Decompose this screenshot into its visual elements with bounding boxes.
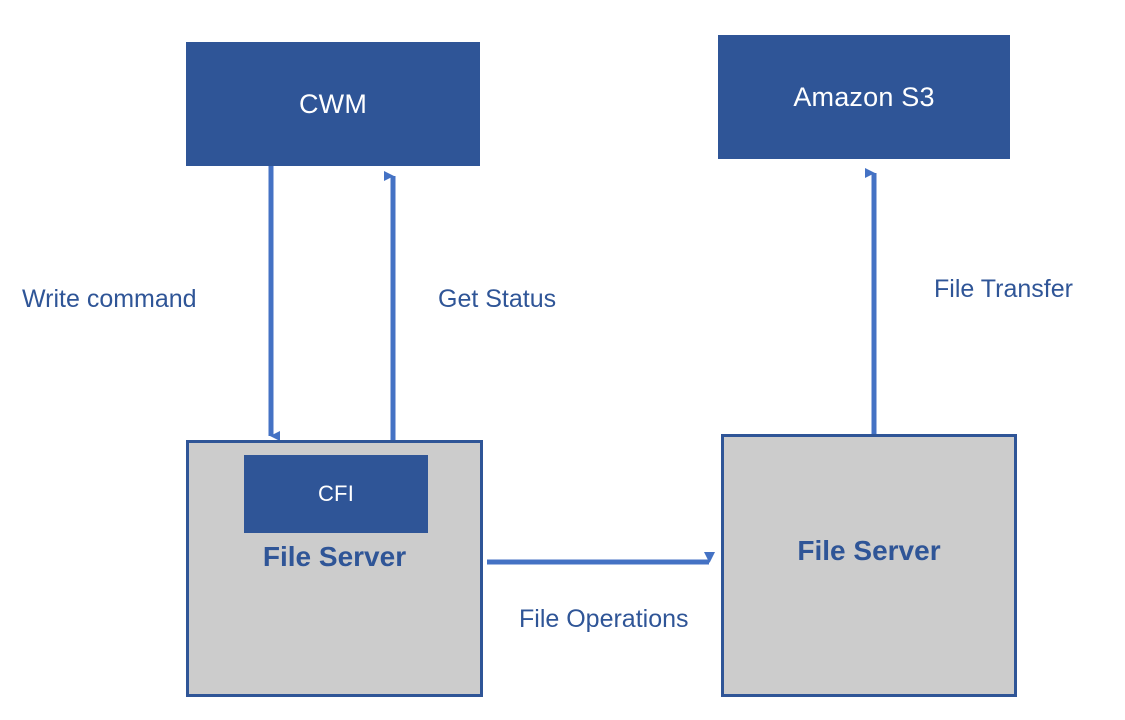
edge-label-file-transfer: File Transfer — [934, 275, 1073, 303]
node-cwm[interactable]: CWM — [186, 42, 480, 166]
node-file-server-left-label: File Server — [262, 541, 407, 572]
node-amazon-s3[interactable]: Amazon S3 — [718, 35, 1010, 159]
edge-label-write-command: Write command — [22, 285, 197, 313]
node-amazon-s3-label: Amazon S3 — [793, 81, 935, 112]
node-cwm-label: CWM — [298, 88, 368, 119]
node-file-server-right-label: File Server — [797, 535, 941, 566]
node-cfi-label: CFI — [317, 481, 355, 506]
node-file-server-right[interactable] — [721, 434, 1017, 697]
edge-label-file-operations: File Operations — [519, 605, 689, 633]
node-cfi[interactable]: CFI — [244, 455, 428, 533]
edge-label-get-status: Get Status — [438, 285, 557, 313]
